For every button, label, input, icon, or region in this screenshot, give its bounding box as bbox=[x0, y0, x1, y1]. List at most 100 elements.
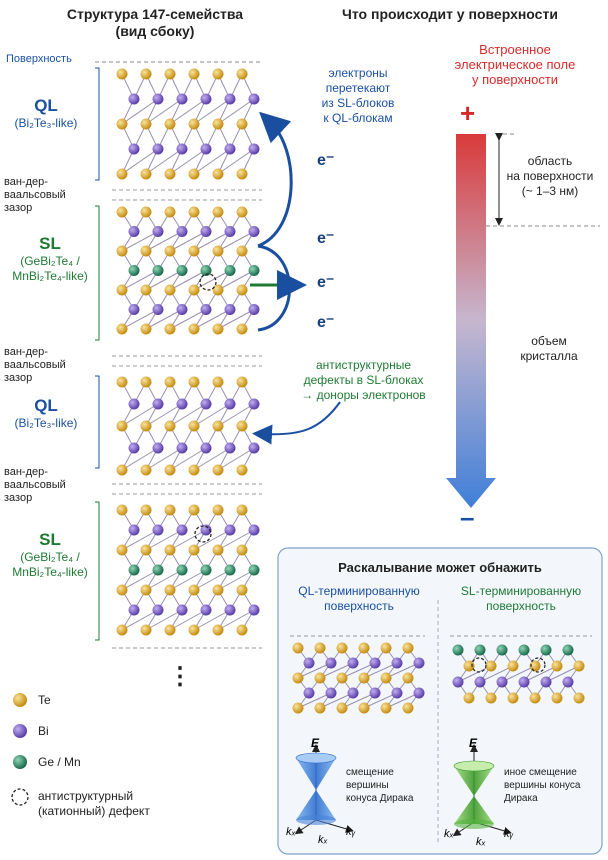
te-atom bbox=[164, 118, 176, 130]
cleave-atoms bbox=[292, 642, 585, 714]
bi-atom bbox=[200, 604, 212, 616]
bi-atom bbox=[152, 442, 164, 454]
bi-atom bbox=[152, 226, 164, 237]
te-atom bbox=[164, 464, 176, 476]
bond bbox=[193, 403, 231, 427]
ge-atom bbox=[496, 644, 508, 656]
te-atom bbox=[164, 323, 176, 335]
bond bbox=[121, 569, 159, 591]
field-title-line3: у поверхности bbox=[471, 72, 559, 87]
ql-termination-title: QL-терминированную поверхность bbox=[284, 584, 434, 614]
electron-flow-note: электроны перетекают из SL-блоков к QL-б… bbox=[298, 66, 418, 126]
electron-flow-line3: из SL-блоков bbox=[321, 96, 395, 110]
bi-atom bbox=[413, 657, 425, 669]
te-atom bbox=[212, 284, 224, 296]
bi-atom bbox=[176, 304, 188, 315]
te-atom bbox=[116, 168, 128, 180]
sl-axis-kx-1: kₓ bbox=[444, 828, 454, 840]
te-atom bbox=[116, 464, 128, 476]
bi-atom bbox=[224, 604, 236, 616]
te-atom bbox=[236, 118, 248, 130]
electron-label-2: e⁻ bbox=[317, 230, 335, 247]
structure-title: Структура 147-семейства (вид сбоку) bbox=[40, 6, 270, 40]
te-atom bbox=[236, 584, 248, 596]
bond bbox=[193, 609, 231, 631]
te-atom bbox=[236, 464, 248, 476]
bond bbox=[217, 403, 255, 427]
bi-atom bbox=[224, 226, 236, 237]
ge-atom bbox=[224, 265, 236, 276]
bond bbox=[545, 665, 580, 683]
bond bbox=[169, 309, 207, 330]
ge-atom bbox=[176, 265, 188, 276]
te-atom bbox=[164, 376, 176, 388]
bi-atom bbox=[200, 143, 212, 155]
bi-atom bbox=[152, 93, 164, 105]
bond bbox=[319, 662, 354, 679]
bi-atom bbox=[248, 143, 260, 155]
dirac-cone-ql bbox=[294, 744, 354, 835]
legend-bi-swatch bbox=[13, 724, 27, 738]
surface-region-label: область на поверхности (~ 1–3 нм) bbox=[498, 154, 602, 199]
ql-cone-caption-1: смещение bbox=[346, 767, 394, 778]
bond bbox=[121, 447, 159, 471]
te-atom bbox=[212, 420, 224, 432]
bi-atom bbox=[303, 687, 315, 699]
te-atom bbox=[188, 464, 200, 476]
bi-atom bbox=[200, 524, 212, 536]
bi-atom bbox=[176, 143, 188, 155]
te-atom bbox=[551, 660, 563, 672]
surface-title: Что происходит у поверхности bbox=[342, 6, 558, 22]
te-atom bbox=[380, 642, 392, 654]
vdw-gap-3-line2: зазор bbox=[4, 492, 33, 504]
te-atom bbox=[236, 504, 248, 516]
legend-defect-line1: антиструктурный bbox=[38, 789, 134, 803]
bi-atom bbox=[224, 93, 236, 105]
bulk-label: объем кристалла bbox=[504, 334, 594, 364]
te-atom bbox=[140, 168, 152, 180]
cleave-panel bbox=[277, 547, 603, 855]
bond bbox=[193, 98, 231, 125]
bond bbox=[145, 403, 183, 427]
te-atom bbox=[116, 420, 128, 432]
te-atom bbox=[507, 660, 519, 672]
bi-atom bbox=[128, 398, 140, 410]
te-atom bbox=[164, 284, 176, 296]
bond bbox=[193, 231, 231, 252]
block-sl-2-sub1: (GeBi₂Te₄ / bbox=[20, 550, 80, 564]
te-atom bbox=[188, 544, 200, 556]
electron-flow-line4: к QL-блокам bbox=[323, 111, 393, 125]
te-atom bbox=[140, 323, 152, 335]
te-atom bbox=[164, 206, 176, 218]
te-atom bbox=[188, 584, 200, 596]
bond bbox=[217, 98, 255, 125]
sl-termination-line2: поверхность bbox=[486, 599, 556, 613]
vdw-gap-3-line1: ван-дер-ваальсовый bbox=[4, 466, 66, 491]
bond bbox=[217, 609, 255, 631]
te-atom bbox=[164, 544, 176, 556]
bond bbox=[121, 403, 159, 427]
block-sl-1-sub1: (GeBi₂Te₄ / bbox=[20, 254, 80, 268]
ql-termination-line2: поверхность bbox=[324, 599, 394, 613]
te-atom bbox=[212, 584, 224, 596]
cleave-defect-1 bbox=[471, 657, 487, 673]
bi-atom bbox=[152, 524, 164, 536]
te-atom bbox=[140, 624, 152, 636]
te-atom bbox=[188, 245, 200, 257]
te-atom bbox=[116, 544, 128, 556]
bi-atom bbox=[248, 524, 260, 536]
bi-atom bbox=[128, 604, 140, 616]
te-atom bbox=[188, 420, 200, 432]
cleave-title: Раскалывание может обнажить bbox=[338, 560, 542, 575]
te-atom bbox=[529, 692, 541, 704]
bond bbox=[501, 665, 536, 683]
te-atom bbox=[507, 692, 519, 704]
ge-atom bbox=[540, 644, 552, 656]
bond bbox=[217, 529, 255, 551]
bond bbox=[193, 529, 231, 551]
bulk-line1: объем bbox=[531, 334, 567, 348]
bi-atom bbox=[391, 657, 403, 669]
te-atom bbox=[140, 245, 152, 257]
bi-atom bbox=[224, 143, 236, 155]
ge-atom bbox=[176, 564, 188, 576]
